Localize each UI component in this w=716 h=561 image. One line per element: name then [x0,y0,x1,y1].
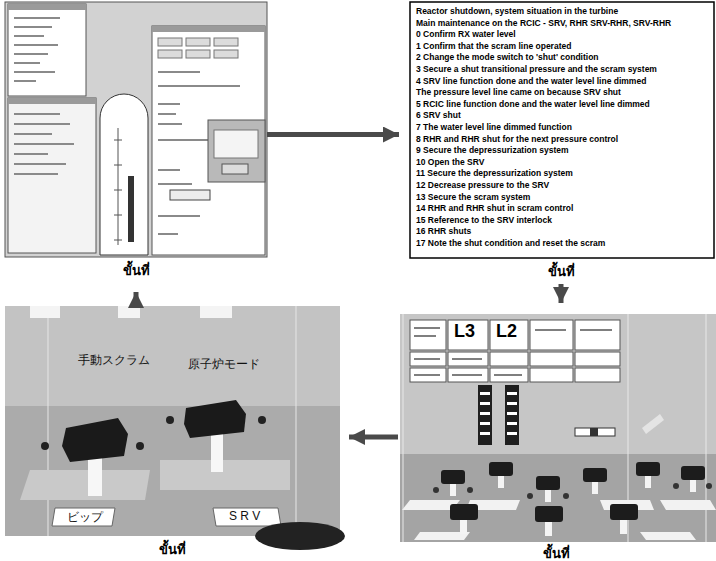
lever-scene [5,306,345,550]
document-line: 9 Secure the depressurization system [416,145,569,156]
document-line: 10 Open the SRV [416,157,484,168]
panel-label: L2 [496,321,517,342]
flow-arrow [267,132,399,137]
step-caption: ขั้นที่ [5,260,267,281]
flow-arrow [559,284,564,303]
document-line: 13 Secure the scram system [416,192,530,203]
document-line: 14 RHR and RHR shut in scram control [416,203,573,214]
panel-label: ビップ [67,509,103,526]
step-caption: ขั้นที่ [5,539,340,560]
document-line: 1 Confirm that the scram line operated [416,41,571,52]
document-line: 17 Note the shut condition and reset the… [416,238,605,249]
document-line: 0 Confirm RX water level [416,29,516,40]
document-line: The pressure level line came on because … [416,87,621,98]
screenshot-panel: 手動スクラム 原子炉モードビップ S R V ขั้นที่ [5,306,340,561]
step-caption: ขั้นที่ [408,261,714,282]
document-line: 5 RCIC line function done and the water … [416,99,650,110]
panel-label: S R V [229,509,260,523]
screenshot-panel: ขั้นที่ [5,2,267,283]
document-line: 12 Decrease pressure to the SRV [416,180,549,191]
screenshot-panel: Reactor shutdown, system situation in th… [408,2,714,284]
document-line: 7 The water level line dimmed function [416,122,572,133]
flow-arrow [134,292,139,306]
panel-label: L3 [454,321,475,342]
document-frame [410,2,714,258]
document-line: 4 SRV line function done and the water l… [416,76,646,87]
document-line: Main maintenance on the RCIC - SRV, RHR … [416,18,671,29]
document-line: 11 Secure the depressurization system [416,168,573,179]
lever-symbols [433,462,712,536]
document-line: 8 RHR and RHR shut for the next pressure… [416,134,618,145]
screenshot-panel: L3 L2 ขั้นที่ [398,312,714,561]
step-caption: ขั้นที่ [398,543,714,561]
gui-screenshot [5,2,267,257]
document-line: 15 Reference to the SRV interlock [416,215,552,226]
panel-label: 手動スクラム [78,352,150,369]
document-line: 2 Change the mode switch to 'shut' condi… [416,52,599,63]
panel-label: 原子炉モード [188,356,260,373]
document-line: 16 RHR shuts [416,226,471,237]
document-line: 3 Secure a shut transitional pressure an… [416,64,657,75]
document-line: 6 SRV shut [416,110,461,121]
document-line: Reactor shutdown, system situation in th… [416,6,618,17]
control-panel-scene [400,314,716,542]
flow-arrow [349,435,398,440]
